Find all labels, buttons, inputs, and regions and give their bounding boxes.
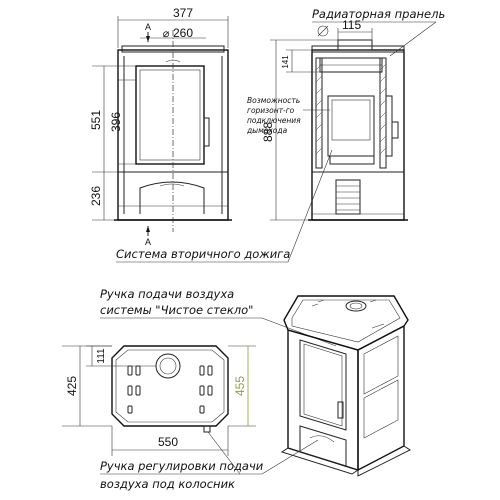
section-body-outline [311,49,405,221]
plan-outline [111,345,229,427]
svg-text:⌀: ⌀ [163,28,170,40]
section-mark-top: A [145,22,151,32]
iso-side [357,324,405,472]
iso-door-glass [299,339,347,431]
plan-view: 111 425 455 550 [62,345,256,456]
section-flue-collar [337,39,373,51]
front-door-handle [203,117,210,147]
label-secondary-burn: Система вторичного дожига [116,247,290,261]
front-door-glass [135,65,205,165]
section-firebox [327,95,375,157]
note-horizontal-line2: горизонт-го [247,106,295,115]
note-horizontal-line3: подключения [247,116,301,125]
iso-top [283,295,409,351]
dim-lower-236: 236 [89,186,103,206]
label-radiator-panel: Радиаторная пранель [312,7,445,21]
note-horizontal-line1: Возможность [247,96,300,105]
dim-top-260: 260 [173,26,193,40]
plan-vent-slots [127,365,213,414]
dim-plan-111: 111 [96,348,107,364]
section-view: 115 Радиаторная пранель 141 888 Возможно… [246,7,445,221]
label-air-handle-line2: системы "Чистое стекло" [100,303,253,317]
plan-flue [155,353,181,379]
dim-upper-551: 551 [89,110,103,130]
dim-plan-depth-425: 425 [65,376,79,396]
section-door-handle [391,121,399,139]
dim-height-888: 888 [261,122,275,142]
note-horizontal-line4: дымохода [246,126,288,135]
dim-141: 141 [281,55,290,69]
label-grate-handle-line2: воздуха под колосник [100,477,235,491]
section-mark-bottom: A [145,237,151,247]
dim-glass-396: 396 [109,112,123,132]
label-grate-handle-line1: Ручка регулировки подачи [100,459,264,473]
dim-plan-width-550: 550 [158,435,178,449]
dim-plan-455: 455 [233,376,247,396]
iso-front [287,329,359,471]
dim-flue-115: 115 [342,18,361,32]
iso-door-handle [337,401,344,419]
dim-width-377: 377 [173,6,193,20]
isometric-view [280,295,411,477]
label-air-handle-line1: Ручка подачи воздуха [100,287,234,301]
front-view: A A 377 260 ⌀ 551 396 236 [89,6,232,247]
